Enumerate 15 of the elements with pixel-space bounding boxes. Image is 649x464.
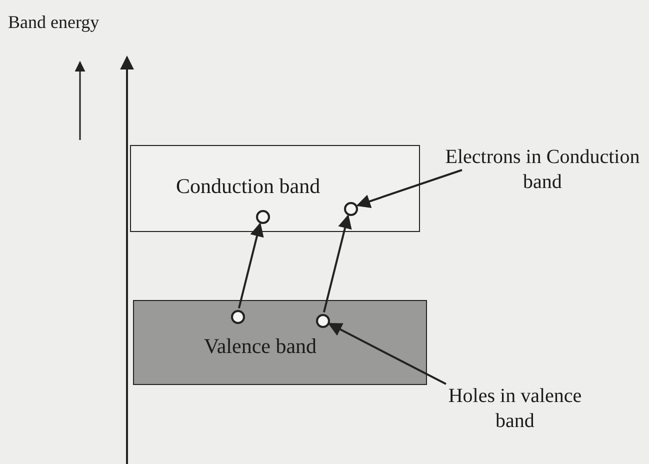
leader-line <box>356 169 462 208</box>
conduction-band-box <box>130 145 420 232</box>
axis-label: Band energy <box>8 11 100 34</box>
band-label: Conduction band <box>176 174 320 199</box>
particle-circle <box>316 314 330 328</box>
leader-line <box>328 322 446 385</box>
holes-label: Holes in valence band <box>430 384 600 434</box>
band-label: Valence band <box>204 334 317 359</box>
electrons-label: Electrons in Conduction band <box>440 145 645 195</box>
transition-arrow <box>238 222 264 308</box>
transition-arrow <box>322 214 352 312</box>
particle-circle <box>256 210 270 224</box>
particle-circle <box>231 310 245 324</box>
valence-band-box <box>133 300 427 385</box>
particle-circle <box>344 202 358 216</box>
